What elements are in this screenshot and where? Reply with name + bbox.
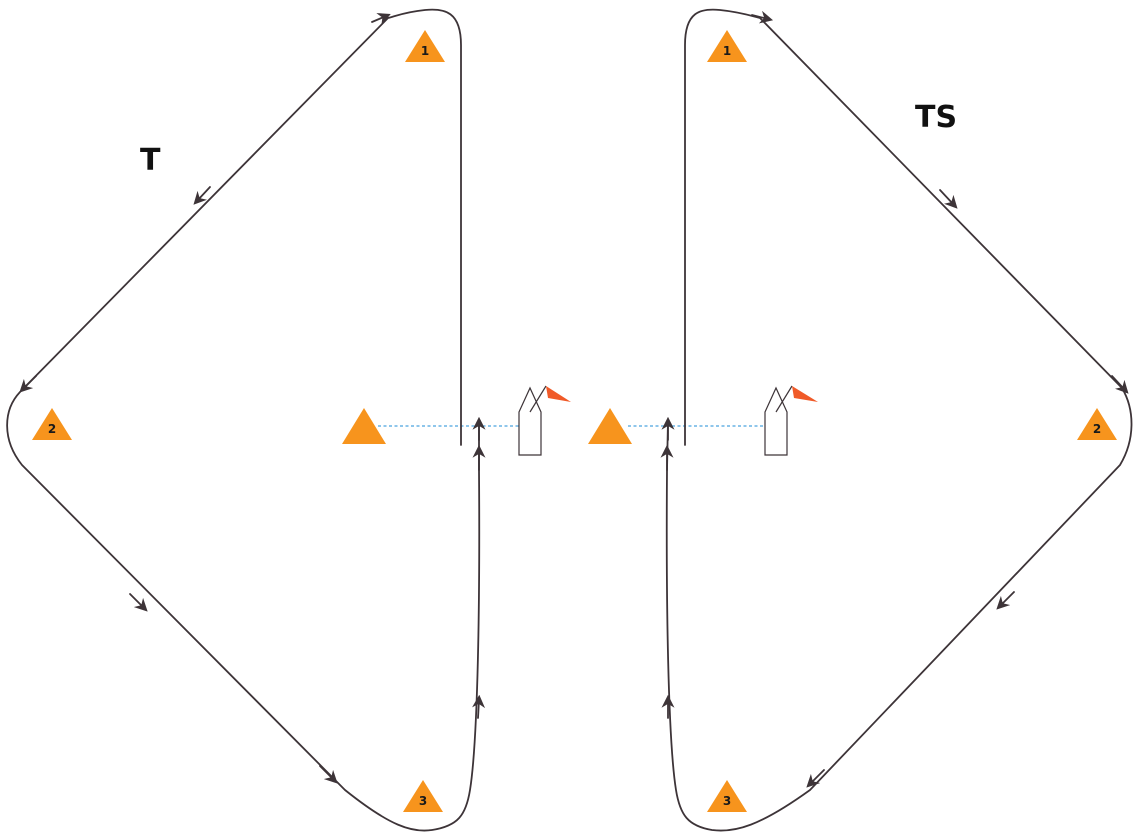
mark-number: 3	[723, 794, 731, 808]
mark-triangle-icon	[32, 408, 72, 440]
mark-triangle-icon	[405, 30, 445, 62]
committee-boat-icon	[518, 386, 542, 456]
committee-boat-icon	[764, 386, 788, 456]
mark-number: 1	[723, 44, 731, 58]
mark-number: 1	[421, 44, 429, 58]
committee-boat	[518, 385, 571, 456]
direction-arrow	[1111, 375, 1129, 394]
direction-arrow	[129, 593, 148, 612]
mark-1: 1	[707, 30, 747, 62]
direction-arrow	[996, 591, 1015, 610]
mark-1: 1	[405, 30, 445, 62]
direction-arrow	[19, 375, 37, 393]
direction-arrow	[939, 189, 958, 209]
mark-triangle-icon	[1077, 408, 1117, 440]
direction-arrow	[806, 769, 825, 788]
mark-triangle-icon	[403, 780, 443, 812]
mark-triangle-icon	[588, 408, 632, 444]
mark-triangle-icon	[707, 780, 747, 812]
flag-icon	[792, 386, 818, 402]
mark-number: 3	[419, 794, 427, 808]
course-leg-path	[6, 8, 481, 832]
course-label-ts: TS	[915, 100, 957, 135]
start-mark	[588, 408, 632, 444]
mark-triangle-icon	[342, 408, 386, 444]
course-ts: TS 1 2 3	[588, 8, 1133, 832]
direction-arrow	[371, 13, 391, 26]
mark-2: 2	[1077, 408, 1117, 440]
course-label-t: T	[140, 143, 161, 178]
direction-arrow	[193, 186, 211, 205]
mark-2: 2	[32, 408, 72, 440]
mark-triangle-icon	[707, 30, 747, 62]
direction-arrow	[472, 694, 486, 719]
mark-number: 2	[48, 422, 56, 436]
mark-3: 3	[403, 780, 443, 812]
committee-boat	[764, 385, 818, 456]
course-t: T 1 2 3	[6, 8, 571, 832]
mark-3: 3	[707, 780, 747, 812]
direction-arrow	[751, 10, 774, 24]
flag-icon	[546, 386, 571, 402]
direction-arrow	[319, 765, 338, 784]
mark-number: 2	[1093, 422, 1101, 436]
start-mark	[342, 408, 386, 444]
course-leg-path	[665, 8, 1133, 832]
